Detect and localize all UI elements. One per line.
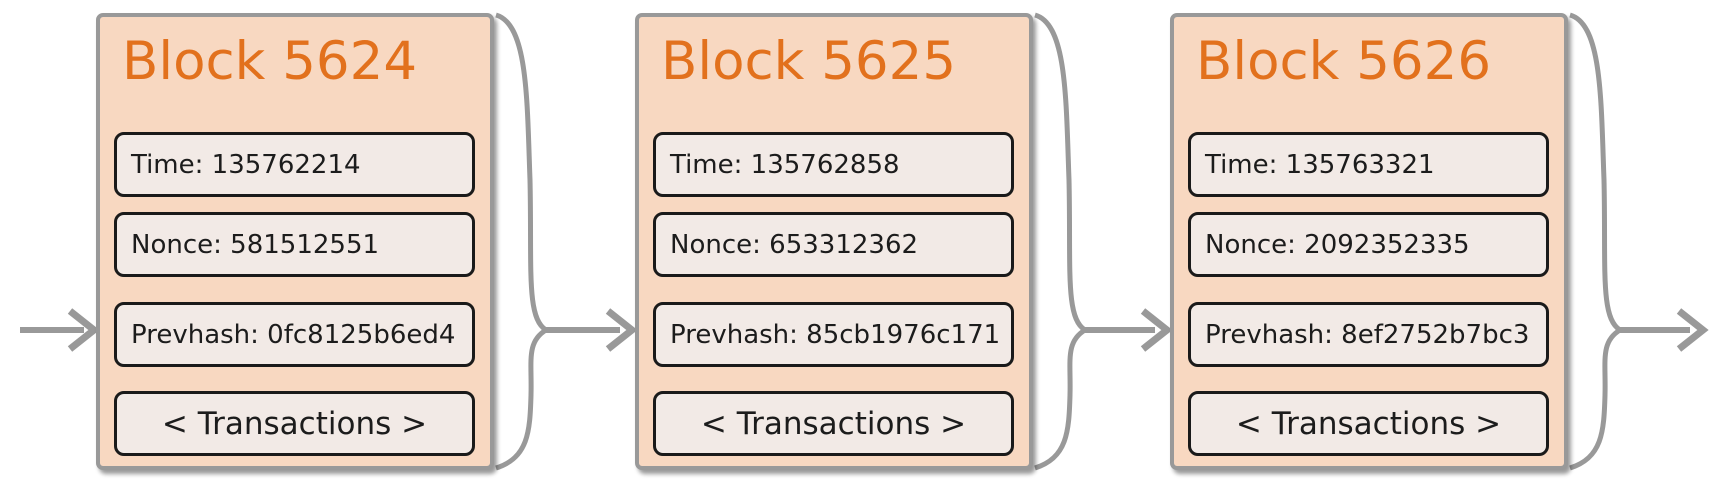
nonce-field: Nonce: 653312362: [653, 212, 1014, 277]
block-title: Block 5625: [661, 31, 957, 92]
nonce-field: Nonce: 581512551: [114, 212, 475, 277]
transactions-button[interactable]: < Transactions >: [114, 391, 475, 456]
time-field: Time: 135762858: [653, 132, 1014, 197]
transactions-label: < Transactions >: [700, 405, 967, 442]
nonce-field: Nonce: 2092352335: [1188, 212, 1549, 277]
time-value: Time: 135762214: [131, 149, 361, 180]
nonce-value: Nonce: 653312362: [670, 229, 919, 260]
block-title: Block 5624: [122, 31, 418, 92]
transactions-button[interactable]: < Transactions >: [1188, 391, 1549, 456]
arrowhead-icon: [67, 308, 100, 352]
time-value: Time: 135762858: [670, 149, 900, 180]
prevhash-field: Prevhash: 0fc8125b6ed4: [114, 302, 475, 367]
block-hash-brace-icon: [1569, 12, 1625, 471]
block-hash-brace-icon: [1034, 12, 1090, 471]
prevhash-value: Prevhash: 0fc8125b6ed4: [131, 319, 456, 350]
prevhash-field: Prevhash: 85cb1976c171: [653, 302, 1014, 367]
time-value: Time: 135763321: [1205, 149, 1435, 180]
transactions-button[interactable]: < Transactions >: [653, 391, 1014, 456]
block-card-5624: Block 5624 Time: 135762214 Nonce: 581512…: [96, 13, 494, 470]
transactions-label: < Transactions >: [161, 405, 428, 442]
block-title: Block 5626: [1196, 31, 1492, 92]
block-card-5626: Block 5626 Time: 135763321 Nonce: 209235…: [1170, 13, 1568, 470]
nonce-value: Nonce: 581512551: [131, 229, 380, 260]
nonce-value: Nonce: 2092352335: [1205, 229, 1470, 260]
arrowhead-icon: [1676, 308, 1709, 352]
block-hash-brace-icon: [495, 12, 551, 471]
time-field: Time: 135762214: [114, 132, 475, 197]
time-field: Time: 135763321: [1188, 132, 1549, 197]
transactions-label: < Transactions >: [1235, 405, 1502, 442]
prevhash-value: Prevhash: 8ef2752b7bc3: [1205, 319, 1530, 350]
prevhash-value: Prevhash: 85cb1976c171: [670, 319, 1001, 350]
block-card-5625: Block 5625 Time: 135762858 Nonce: 653312…: [635, 13, 1033, 470]
arrowhead-icon: [1140, 308, 1173, 352]
arrowhead-icon: [605, 308, 638, 352]
prevhash-field: Prevhash: 8ef2752b7bc3: [1188, 302, 1549, 367]
